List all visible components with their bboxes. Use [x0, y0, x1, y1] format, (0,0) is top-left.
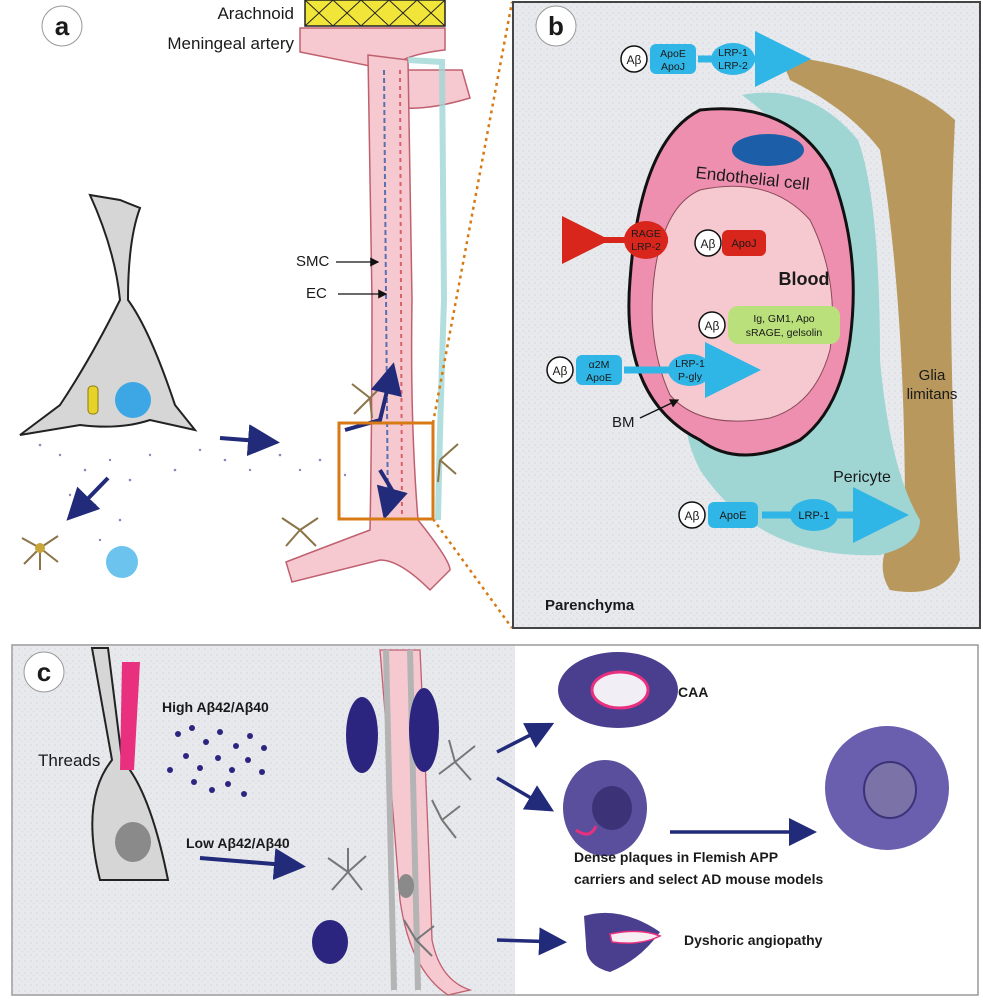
- panel-b-letter: b: [548, 11, 564, 41]
- rage-label-2: LRP-2: [631, 241, 661, 253]
- green-label-2: sRAGE, gelsolin: [746, 327, 823, 339]
- endothelial-nucleus: [732, 134, 804, 166]
- high-ratio-speckle: [167, 725, 267, 797]
- top-receptor-2: LRP-2: [718, 60, 748, 72]
- dense-label-2: carriers and select AD mouse models: [574, 871, 823, 887]
- dense-label-1: Dense plaques in Flemish APP: [574, 849, 778, 865]
- neuron-c-body: [90, 647, 170, 881]
- top-carrier-box: [650, 44, 696, 74]
- panel-c-letter: c: [37, 657, 51, 687]
- a2m-label-1: α2M: [589, 359, 610, 371]
- lumen-shape: [651, 185, 833, 422]
- macrophage-cell: [106, 546, 138, 578]
- dyshoric-label: Dyshoric angiopathy: [684, 932, 823, 948]
- neuron-nucleus: [115, 382, 151, 418]
- vessel-c: [379, 649, 473, 996]
- apoj-label: ApoJ: [731, 238, 756, 250]
- threads-label: Threads: [38, 751, 100, 770]
- glia-label-2: limitans: [907, 386, 958, 403]
- plaque-bottom: [312, 920, 348, 964]
- bottom-carrier: ApoE: [720, 510, 747, 522]
- top-carrier-1: ApoE: [660, 48, 686, 60]
- astrocyte-glyphs: [21, 381, 459, 570]
- dense-plaque-large: [825, 726, 949, 850]
- arachnoid-label: Arachnoid: [217, 4, 294, 23]
- plaque-left: [346, 697, 378, 773]
- rage-label-1: RAGE: [631, 228, 661, 240]
- ec-label: EC: [306, 285, 327, 302]
- bm-label: BM: [612, 414, 635, 431]
- bottom-receptor: LRP-1: [798, 510, 829, 522]
- glia-limitans-shape: [780, 55, 960, 592]
- dense-plaque-small: [563, 760, 647, 856]
- blood-label: Blood: [779, 269, 830, 289]
- lrp1-pgly-1: LRP-1: [675, 358, 705, 370]
- lrp1-pgly-2: P-gly: [678, 371, 703, 383]
- threads-shape: [120, 662, 140, 770]
- abeta-green: Aβ: [705, 319, 720, 333]
- panel-a-letter: a: [55, 11, 70, 41]
- abeta-a2m: Aβ: [553, 364, 568, 378]
- panel-c: Threads High Aβ42/Aβ40 Low Aβ42/Aβ40: [11, 644, 979, 996]
- panel-a: a Arachnoid Meningeal artery SMC EC: [19, 0, 514, 629]
- neuron-body: [19, 193, 198, 436]
- caa-histology: [558, 652, 678, 728]
- top-receptor-1: LRP-1: [718, 47, 748, 59]
- low-ratio-label: Low Aβ42/Aβ40: [186, 835, 290, 851]
- panel-b: Aβ ApoE ApoJ LRP-1 LRP-2 Endothelial cel…: [512, 1, 981, 629]
- parenchyma-label: Parenchyma: [545, 597, 635, 614]
- caa-label: CAA: [678, 684, 708, 700]
- descending-vessel: [285, 54, 451, 592]
- abeta-rage: Aβ: [701, 237, 716, 251]
- top-carrier-2: ApoJ: [661, 61, 685, 73]
- zoom-box: [337, 421, 435, 521]
- abeta-bottom: Aβ: [685, 509, 700, 523]
- abeta-top: Aβ: [627, 53, 642, 67]
- abeta-dots-a: [38, 443, 347, 542]
- meningeal-artery-label: Meningeal artery: [167, 34, 294, 53]
- green-binding-box: [728, 306, 840, 344]
- pericyte-label: Pericyte: [833, 469, 891, 486]
- dyshoric-histology: [584, 912, 662, 972]
- smc-label: SMC: [296, 253, 330, 270]
- astrocytes-c: [327, 739, 476, 957]
- high-ratio-label: High Aβ42/Aβ40: [162, 699, 269, 715]
- a2m-label-2: ApoE: [586, 372, 612, 384]
- green-label-1: Ig, GM1, Apo: [753, 313, 814, 325]
- glia-label-1: Glia: [919, 367, 946, 384]
- plaque-right: [409, 688, 439, 772]
- rage-receptor: [624, 221, 668, 259]
